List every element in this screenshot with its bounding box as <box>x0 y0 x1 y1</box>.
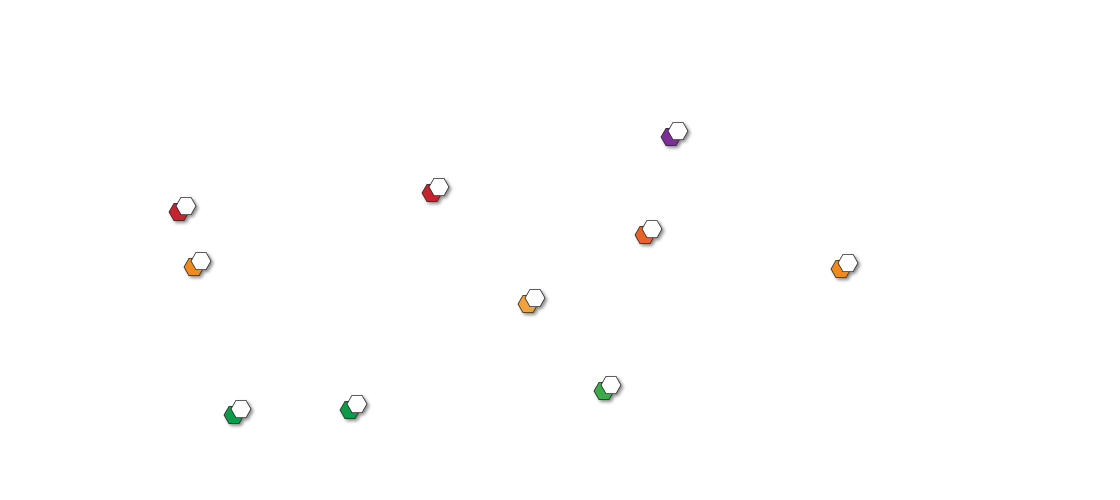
token-top <box>524 288 546 308</box>
token-top <box>641 219 663 239</box>
hexagon-token-icon[interactable] <box>593 375 622 401</box>
token-top <box>837 253 859 273</box>
token-top <box>600 375 622 395</box>
token-layer <box>168 121 859 425</box>
hexagon-token-icon[interactable] <box>183 251 212 277</box>
token-top <box>346 394 368 414</box>
hexagon-token-icon[interactable] <box>339 394 368 420</box>
hexagon-token-icon[interactable] <box>421 177 450 203</box>
hexagon-token-icon[interactable] <box>660 121 689 147</box>
token-top <box>190 251 212 271</box>
hexagon-token-icon[interactable] <box>830 253 859 279</box>
hexagon-token-icon[interactable] <box>517 288 546 314</box>
token-top <box>230 399 252 419</box>
hexagon-token-icon[interactable] <box>223 399 252 425</box>
token-top <box>428 177 450 197</box>
hexagon-token-icon[interactable] <box>634 219 663 245</box>
token-top <box>175 196 197 216</box>
hexagon-token-icon[interactable] <box>168 196 197 222</box>
token-top <box>667 121 689 141</box>
